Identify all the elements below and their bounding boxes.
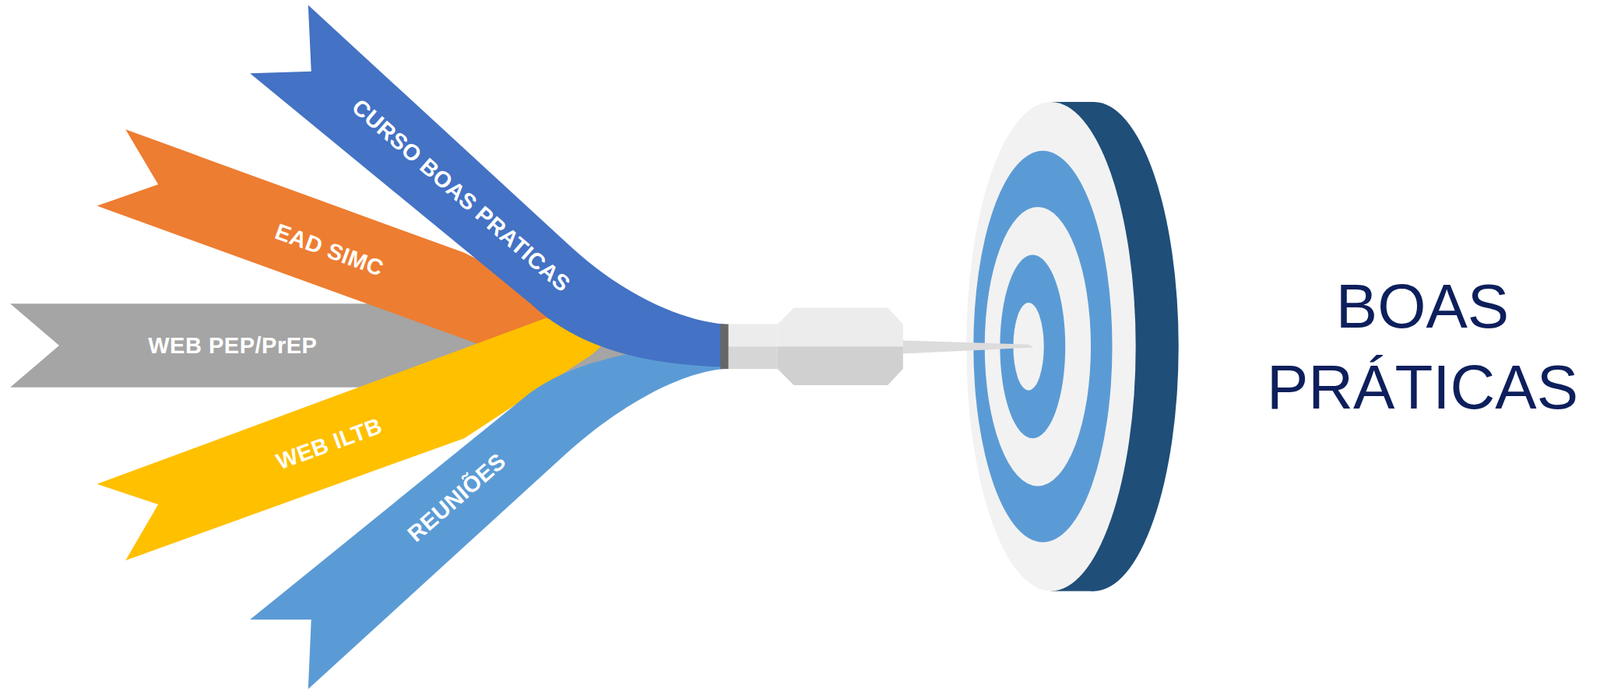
dart-body bbox=[777, 346, 904, 386]
blue-ribbon bbox=[249, 5, 725, 368]
ribbon-band: WEB PEP/PrEP bbox=[143, 331, 322, 361]
dart-shaft bbox=[728, 346, 778, 370]
dart-collar bbox=[720, 323, 728, 370]
dart-body bbox=[777, 308, 904, 348]
lightblue-ribbon bbox=[249, 344, 725, 690]
dart-shaft bbox=[728, 323, 778, 347]
ribbon-label: WEB PEP/PrEP bbox=[147, 334, 317, 358]
target-label: BOAS PRÁTICAS bbox=[1251, 266, 1594, 429]
dart-needle bbox=[903, 340, 1034, 354]
